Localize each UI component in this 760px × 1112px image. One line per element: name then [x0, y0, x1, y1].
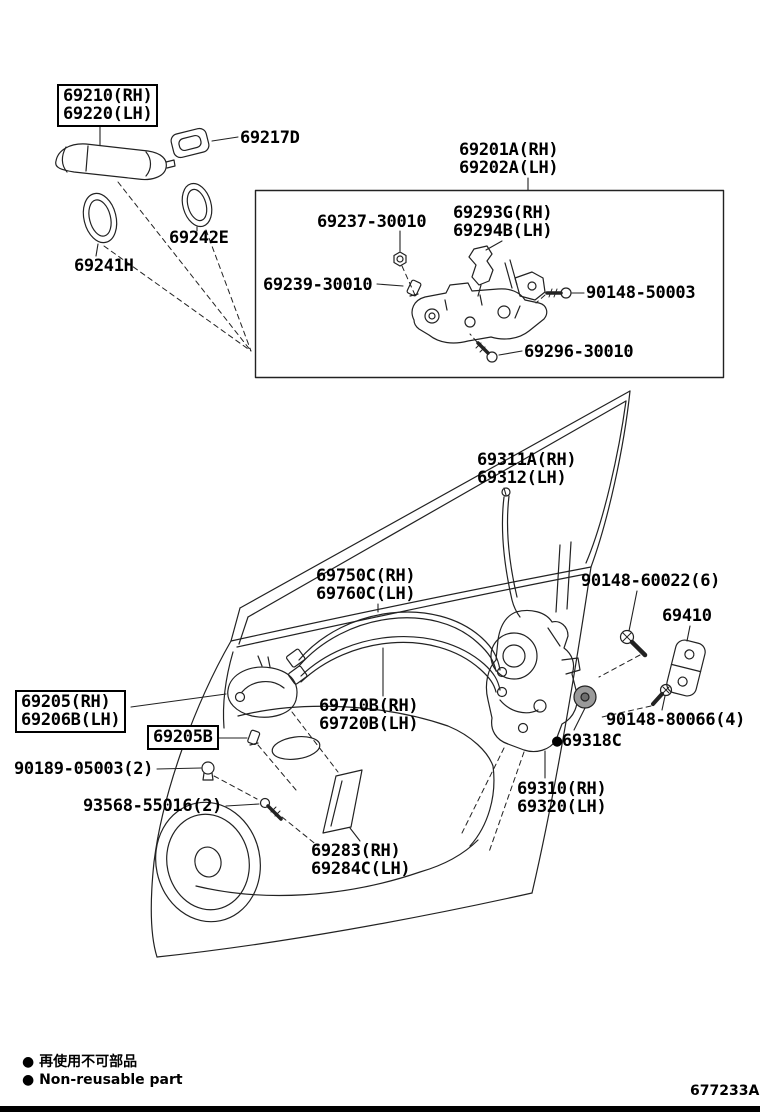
part-label-line: 69720B(LH): [319, 714, 419, 734]
screw-90148-50003: [545, 287, 572, 299]
part-label-69296_30010: 69296-30010: [524, 342, 634, 362]
part-label-69205_69206B: 69205(RH)69206B(LH): [15, 690, 127, 733]
part-label-line: 69237-30010: [317, 212, 427, 232]
handle-gasket-69241H: [82, 192, 118, 244]
screw-69296: [475, 341, 498, 363]
part-label-line: 90148-50003: [586, 283, 696, 303]
part-label-line: 69760C(LH): [316, 584, 416, 604]
part-label-line: 69206B(LH): [21, 710, 121, 730]
legend-line-jp: ● 再使用不可部品: [22, 1054, 138, 1070]
screw-93568: [259, 797, 283, 821]
cushion-pad-69283: [322, 769, 363, 834]
part-label-69201A_69202A: 69201A(RH)69202A(LH): [459, 140, 559, 178]
dashed-lines: [103, 181, 652, 853]
part-label-line: 69284C(LH): [311, 859, 411, 879]
outside-door-handle: [55, 143, 176, 181]
part-label-69239_30010: 69239-30010: [263, 275, 373, 295]
part-label-line: 69201A(RH): [459, 140, 559, 160]
part-label-69210_69220: 69210(RH)69220(LH): [57, 84, 159, 127]
part-label-69241H: 69241H: [74, 257, 134, 275]
bolt-90148-80066: [651, 683, 673, 706]
part-label-69310_69320: 69310(RH)69320(LH): [517, 779, 607, 817]
part-label-line: 69293G(RH): [453, 203, 553, 223]
part-label-93568_55016: 93568-55016(2): [83, 797, 222, 815]
handle-gasket-69242E: [181, 182, 213, 228]
grommet-knob-69318C: [573, 685, 597, 709]
part-label-line: 69217D: [240, 128, 300, 148]
part-label-69293G_69294B: 69293G(RH)69294B(LH): [453, 203, 553, 241]
part-label-line: 69220(LH): [63, 104, 153, 124]
door-outline: [150, 390, 631, 958]
part-label-69283_69284C: 69283(RH)69284C(LH): [311, 841, 411, 879]
part-label-line: 69241H: [74, 256, 134, 276]
release-cables-69750C-69710B: [286, 611, 508, 698]
part-label-line: 69283(RH): [311, 841, 401, 861]
part-label-line: 69310(RH): [517, 779, 607, 799]
part-label-90148_50003: 90148-50003: [586, 283, 696, 303]
part-label-line: 69311A(RH): [477, 450, 577, 470]
part-label-69242E: 69242E: [169, 229, 229, 247]
part-label-69237_30010: 69237-30010: [317, 212, 427, 232]
door-speaker-circle: [155, 801, 261, 923]
part-label-69750C_69760C: 69750C(RH)69760C(LH): [316, 566, 416, 604]
clip-69205B: [247, 729, 261, 746]
part-label-90148_80066: 90148-80066(4): [606, 711, 745, 729]
part-label-line: 69410: [662, 606, 712, 626]
part-label-line: 90189-05003(2): [14, 759, 154, 779]
door-lock-assembly-69310: [485, 609, 581, 753]
part-label-line: 90148-80066(4): [606, 710, 746, 730]
part-label-90148_60022: 90148-60022(6): [581, 572, 720, 590]
detail-box-frame: [254, 189, 725, 379]
part-label-line: 69750C(RH): [316, 566, 416, 586]
legend: ● 再使用不可部品 ● Non-reusable part: [22, 1053, 183, 1089]
part-label-69710B_69720B: 69710B(RH)69720B(LH): [319, 696, 419, 734]
part-label-line: 69242E: [169, 228, 229, 248]
part-label-line: 69294B(LH): [453, 221, 553, 241]
part-label-line: 69296-30010: [524, 342, 634, 362]
part-label-line: 69205(RH): [21, 692, 111, 712]
handle-lever-69293G: [468, 245, 494, 297]
striker-69410: [666, 639, 706, 697]
part-label-line: 69320(LH): [517, 797, 607, 817]
bottom-border-bar: [0, 1106, 760, 1112]
part-label-line: 90148-60022(6): [581, 571, 721, 591]
lock-rod-69311A: [501, 487, 521, 618]
part-label-69217D: 69217D: [240, 129, 300, 147]
diagram-code: 677233A: [690, 1083, 760, 1099]
part-label-line: 69202A(LH): [459, 158, 559, 178]
handle-frame-assembly-69201A: [411, 259, 548, 344]
part-label-line: 69205B: [153, 727, 213, 747]
bolt-90148-60022: [619, 629, 648, 658]
part-label-line: ●69318C: [552, 731, 622, 751]
part-label-69410: 69410: [662, 607, 712, 625]
part-label-69205B: 69205B: [147, 725, 219, 750]
inside-handle-69205: [227, 655, 298, 718]
legend-line-en: ● Non-reusable part: [22, 1072, 183, 1088]
part-label-line: 69710B(RH): [319, 696, 419, 716]
part-label-line: 69239-30010: [263, 275, 373, 295]
handle-cap-69217D: [170, 127, 210, 159]
part-label-line: 69210(RH): [63, 86, 153, 106]
part-label-90189_05003: 90189-05003(2): [14, 760, 153, 778]
nut-69237: [393, 251, 407, 267]
part-label-69311A_69312: 69311A(RH)69312(LH): [477, 450, 577, 488]
part-label-line: 93568-55016(2): [83, 796, 223, 816]
grommet-90189: [201, 761, 215, 781]
leader-lines: [95, 123, 691, 842]
part-label-line: 69312(LH): [477, 468, 567, 488]
part-label-69318C: ●69318C: [552, 732, 622, 750]
clip-69239: [406, 279, 422, 297]
